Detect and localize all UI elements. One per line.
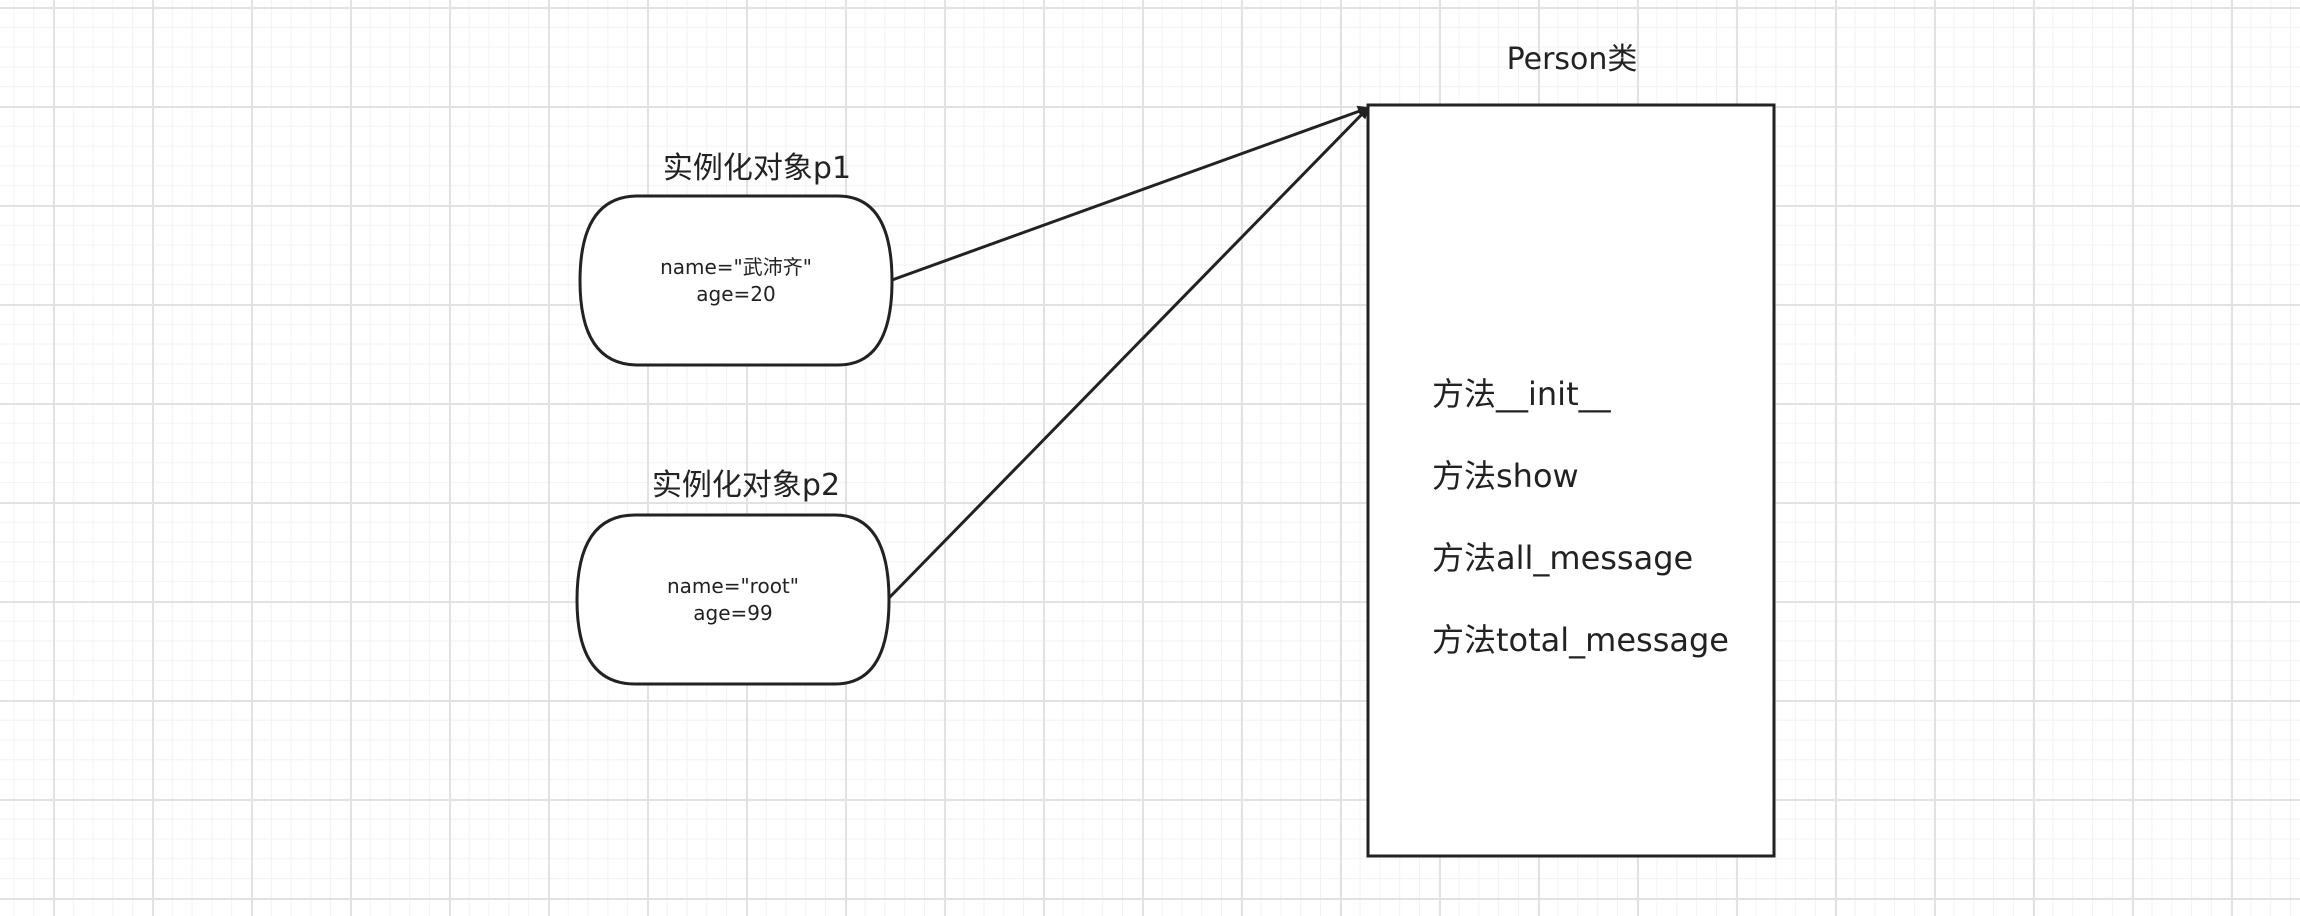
object-p1-shape[interactable]: [578, 194, 894, 367]
object-p1-title: 实例化对象p1: [662, 151, 852, 186]
object-p2-text: name="root" age=99: [577, 515, 889, 684]
object-p1-age: age=20: [696, 281, 776, 306]
object-p2-shape[interactable]: [575, 513, 891, 686]
object-p2-name: name="root": [667, 573, 799, 598]
object-p1-name: name="武沛齐": [660, 254, 812, 279]
person-class-title: Person类: [1506, 42, 1638, 77]
object-p1-text: name="武沛齐" age=20: [580, 196, 892, 365]
object-p2-title: 实例化对象p2: [651, 468, 841, 503]
method-show: 方法show: [1432, 457, 1579, 495]
object-p2-age: age=99: [693, 600, 773, 625]
arrow-p1-to-person: [891, 105, 1370, 282]
arrow-p2-to-person: [887, 106, 1370, 600]
person-class-box[interactable]: [1366, 103, 1776, 858]
method-all-message: 方法all_message: [1432, 539, 1694, 577]
method-init: 方法__init__: [1432, 375, 1611, 413]
method-total-message: 方法total_message: [1432, 621, 1729, 659]
